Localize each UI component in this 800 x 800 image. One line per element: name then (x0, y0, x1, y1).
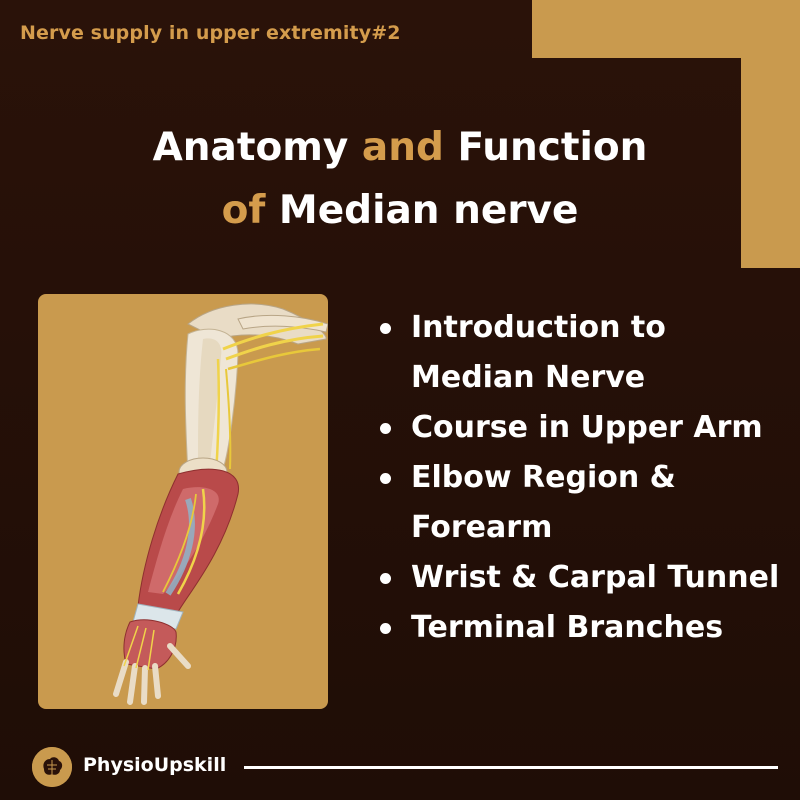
title-text: Anatomy (152, 125, 362, 170)
topic-text: Elbow Region & Forearm (411, 460, 676, 545)
corner-accent-side (741, 0, 800, 268)
list-item: Terminal Branches (378, 603, 791, 653)
list-item: Course in Upper Arm (378, 403, 791, 453)
arm-anatomy-icon (113, 303, 328, 705)
topic-text: Introduction to Median Nerve (411, 310, 666, 395)
brain-logo-icon (32, 747, 72, 787)
topic-text: Wrist & Carpal Tunnel (411, 560, 780, 595)
title-line-2: of Median nerve (0, 179, 800, 242)
title-text: Function (443, 125, 648, 170)
list-item: Elbow Region & Forearm (378, 453, 791, 553)
footer-divider (244, 766, 778, 769)
brand-name: PhysioUpskill (83, 754, 227, 776)
topic-list: Introduction to Median Nerve Course in U… (378, 303, 791, 653)
arm-anatomy-illustration (38, 294, 328, 709)
title-text: Median nerve (265, 188, 579, 233)
title-accent: of (221, 188, 266, 233)
topic-text: Course in Upper Arm (411, 410, 763, 445)
list-item: Introduction to Median Nerve (378, 303, 791, 403)
title-accent: and (361, 125, 444, 170)
page-title: Anatomy and Function of Median nerve (0, 116, 800, 242)
series-label: Nerve supply in upper extremity#2 (20, 22, 401, 44)
topic-text: Terminal Branches (411, 610, 724, 645)
list-item: Wrist & Carpal Tunnel (378, 553, 791, 603)
title-line-1: Anatomy and Function (0, 116, 800, 179)
